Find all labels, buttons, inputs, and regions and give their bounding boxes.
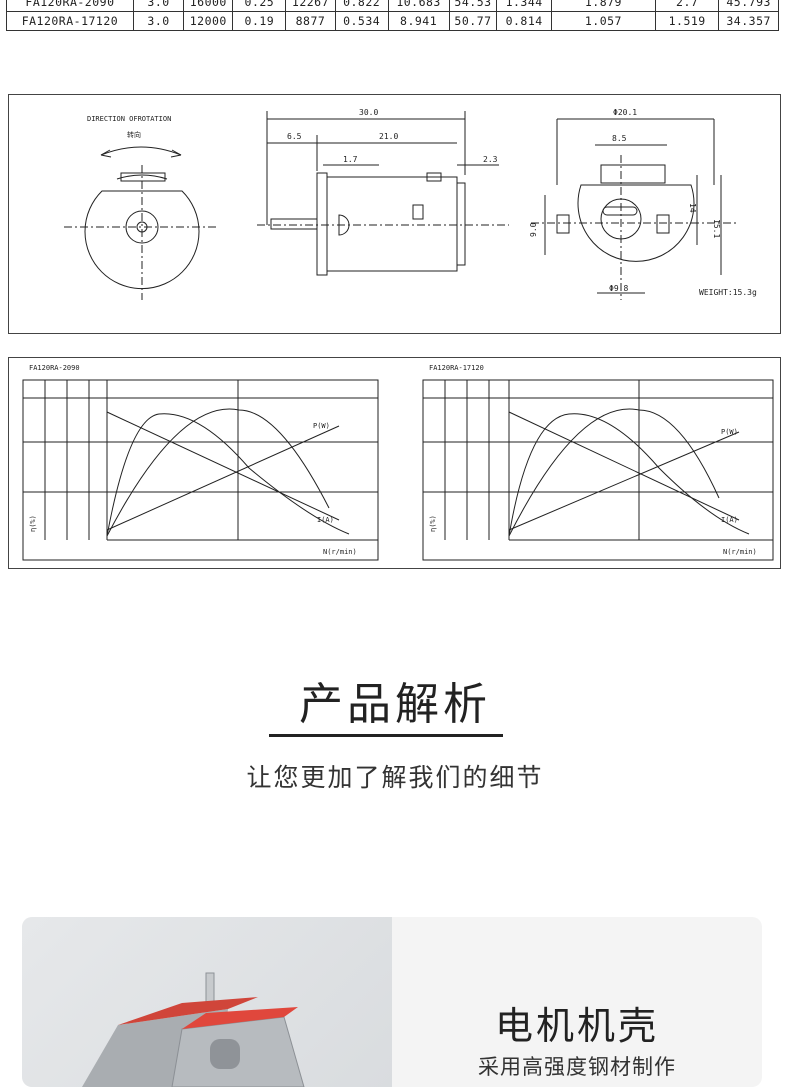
table-cell: 2.7 (655, 0, 720, 12)
table-cell: 1.057 (550, 11, 657, 31)
table-cell: 0.534 (334, 11, 389, 31)
performance-curves: FA120RA-2090 η(%) N(r/min) P(W) I(A) FA1… (8, 357, 781, 569)
table-cell: 34.357 (718, 11, 779, 31)
motor-side-body (326, 176, 458, 272)
curve-left-n: N(r/min) (323, 548, 357, 556)
rotation-title: DIRECTION OFROTATION (87, 115, 171, 123)
table-cell: 3.0 (132, 0, 185, 12)
table-cell: FA120RA-2090 (6, 0, 134, 12)
feature-title: 电机机壳 (494, 1004, 659, 1048)
motor-front-outline (84, 190, 200, 290)
dim-height: 9.0 (529, 222, 538, 237)
power-curve (106, 408, 330, 537)
curve-right-i: I(A) (721, 516, 738, 524)
table-row: FA120RA-2090 3.0 16000 0.25 12267 0.822 … (6, 0, 779, 12)
table-cell: 1.519 (655, 11, 720, 31)
dim-body: 21.0 (379, 132, 398, 141)
table-cell: 0.822 (334, 0, 389, 12)
table-cell: 50.77 (448, 11, 498, 31)
rotation-arrow (100, 146, 182, 156)
table-cell: 8877 (285, 11, 336, 31)
efficiency-curve (508, 413, 750, 537)
motor-back-outline (577, 184, 695, 262)
section-divider (269, 734, 503, 737)
dim-slot: 8.5 (612, 134, 627, 143)
curve-right-n: N(r/min) (723, 548, 757, 556)
curve-left-frame (22, 379, 379, 561)
table-row: FA120RA-17120 3.0 12000 0.19 8877 0.534 … (6, 11, 779, 31)
table-cell: 0.814 (496, 11, 552, 31)
table-cell: 54.53 (448, 0, 498, 12)
dimension-drawing: DIRECTION OFROTATION 转向 30.0 6.5 21.0 1.… (8, 94, 781, 334)
curve-right-title: FA120RA-17120 (429, 364, 484, 372)
curve-right-eff: η(%) (429, 515, 437, 532)
motor-photo (22, 917, 392, 1087)
dim-flange: 1.7 (343, 155, 358, 164)
curve-left-i: I(A) (317, 516, 334, 524)
table-cell: 10.683 (387, 0, 450, 12)
dim-boss: Φ9.8 (609, 284, 628, 293)
table-cell: 45.793 (718, 0, 779, 12)
feature-subtitle: 采用高强度钢材制作 (478, 1055, 676, 1079)
dim-end: 2.3 (483, 155, 498, 164)
dim-total: 30.0 (359, 108, 378, 117)
table-cell: FA120RA-17120 (6, 11, 134, 31)
curve-left-eff: η(%) (29, 515, 37, 532)
current-line (106, 425, 340, 531)
section-title: 产品解析 (299, 679, 491, 730)
feature-card: 电机机壳 采用高强度钢材制作 (22, 917, 762, 1087)
arrow-head-icon (170, 149, 182, 158)
table-cell: 3.0 (132, 11, 185, 31)
curve-right-frame (422, 379, 774, 561)
curve-left-title: FA120RA-2090 (29, 364, 80, 372)
curve-left-p: P(W) (313, 422, 330, 430)
curves-svg: FA120RA-2090 η(%) N(r/min) P(W) I(A) FA1… (22, 364, 774, 561)
section-subtitle: 让您更加了解我们的细节 (246, 763, 544, 792)
table-cell: 0.25 (232, 0, 287, 12)
drawing-svg: DIRECTION OFROTATION 转向 30.0 6.5 21.0 1.… (64, 108, 757, 300)
table-cell: 12267 (285, 0, 336, 12)
table-cell: 12000 (183, 11, 234, 31)
table-cell: 8.941 (387, 11, 450, 31)
rotation-cn: 转向 (127, 130, 141, 139)
motor-image (82, 972, 305, 1087)
dim-15: 15.1 (712, 219, 721, 238)
table-cell: 1.879 (550, 0, 657, 12)
speed-line (106, 411, 340, 521)
dim-14: 14 (688, 203, 697, 213)
spec-table: FA120RA-2090 3.0 16000 0.25 12267 0.822 … (6, 0, 779, 31)
table-cell: 0.19 (232, 11, 287, 31)
speed-line (508, 411, 740, 521)
dim-dia: Φ20.1 (613, 108, 637, 117)
motor-shaft (270, 218, 318, 230)
current-line (508, 431, 740, 531)
curve-right-p: P(W) (721, 428, 738, 436)
arrow-head-icon (100, 149, 112, 158)
front-boss (125, 210, 159, 244)
dim-shaft: 6.5 (287, 132, 302, 141)
table-cell: 1.344 (496, 0, 552, 12)
power-curve (508, 408, 720, 537)
table-cell: 16000 (183, 0, 234, 12)
weight-label: WEIGHT:15.3g (699, 288, 757, 297)
